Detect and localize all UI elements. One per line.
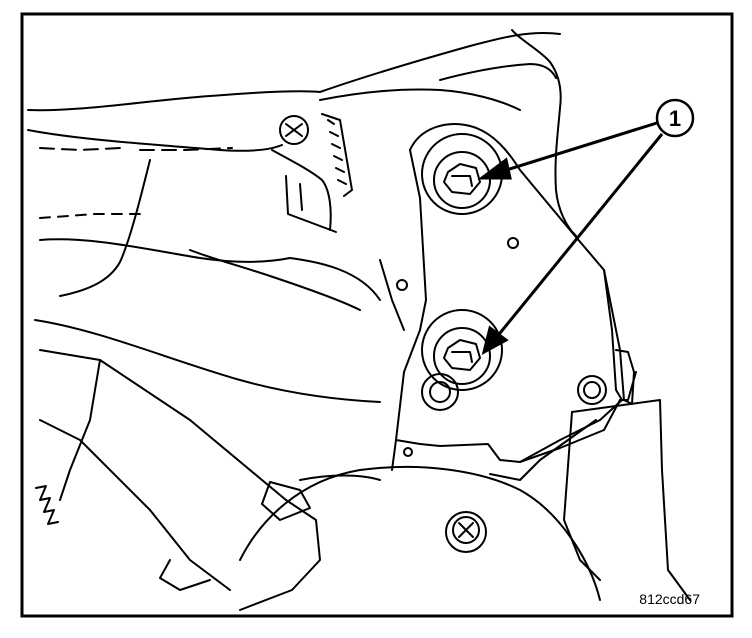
hidden-edge-middle bbox=[39, 213, 141, 219]
lower-bolt-boss bbox=[421, 309, 503, 391]
lower-bolt-washer bbox=[433, 327, 491, 385]
bracket-lower-lip-inner bbox=[489, 419, 597, 481]
bracket-hole-lower-inner bbox=[429, 381, 451, 403]
housing-bottom-edge bbox=[34, 319, 381, 403]
arrow-upper-bolt bbox=[499, 120, 661, 174]
casting-right-edge bbox=[511, 29, 577, 237]
rear-housing-step bbox=[619, 371, 637, 401]
motor-housing-outline bbox=[239, 465, 601, 601]
upper-bolt-facet bbox=[451, 175, 473, 187]
housing-fold bbox=[289, 257, 381, 301]
arm-lower-edge bbox=[39, 419, 231, 591]
arm-bend bbox=[159, 559, 211, 591]
lower-bolt-facet bbox=[451, 351, 473, 363]
bracket-hole-small bbox=[403, 447, 413, 457]
casting-ridge bbox=[439, 63, 557, 81]
housing-inner-edge bbox=[27, 129, 283, 152]
arrow-lower-bolt bbox=[494, 133, 664, 339]
bracket-hole-left bbox=[396, 279, 408, 291]
arrow-lower-head bbox=[481, 325, 509, 355]
arrow-upper-head bbox=[477, 157, 512, 180]
lower-bolt-icon bbox=[443, 339, 481, 371]
housing-lower-edge bbox=[39, 238, 291, 263]
callout-circle bbox=[655, 98, 695, 138]
rear-housing-right bbox=[571, 399, 691, 601]
figure-id-label: 812ccd67 bbox=[639, 591, 700, 607]
clip-bracket bbox=[271, 149, 332, 231]
housing-curve bbox=[59, 159, 151, 297]
mount-bracket-left-edge bbox=[395, 149, 427, 441]
motor-housing-seam bbox=[299, 474, 381, 481]
bracket-flange bbox=[379, 259, 405, 331]
bracket-lower-lip bbox=[519, 399, 621, 463]
motor-screw-cross bbox=[458, 522, 474, 538]
bracket-hole-right-inner bbox=[583, 381, 601, 399]
housing-contour bbox=[189, 249, 361, 311]
motor-screw-icon bbox=[452, 516, 480, 544]
upper-bolt-icon bbox=[443, 163, 481, 195]
clip-teeth bbox=[327, 119, 347, 185]
arm-upper-edge bbox=[39, 349, 321, 611]
clip-fastener-icon bbox=[279, 115, 309, 145]
clip-fastener-cross bbox=[285, 123, 303, 137]
callout-number: 1 bbox=[669, 106, 681, 131]
arm-thread-icon bbox=[35, 485, 59, 525]
housing-top-edge bbox=[27, 31, 561, 112]
upper-bolt-washer bbox=[433, 151, 491, 209]
arm-end-face bbox=[59, 359, 101, 501]
clip-tab bbox=[285, 175, 337, 233]
casting-ridge-lower bbox=[319, 88, 521, 111]
bracket-hole-right bbox=[577, 375, 607, 405]
motor-screw-boss bbox=[445, 511, 487, 553]
clip-rib bbox=[321, 113, 353, 197]
hidden-edge-upper bbox=[39, 147, 233, 151]
bracket-hole-upper bbox=[507, 237, 519, 249]
arm-clamp bbox=[261, 481, 311, 521]
callout-arrows bbox=[477, 120, 664, 355]
